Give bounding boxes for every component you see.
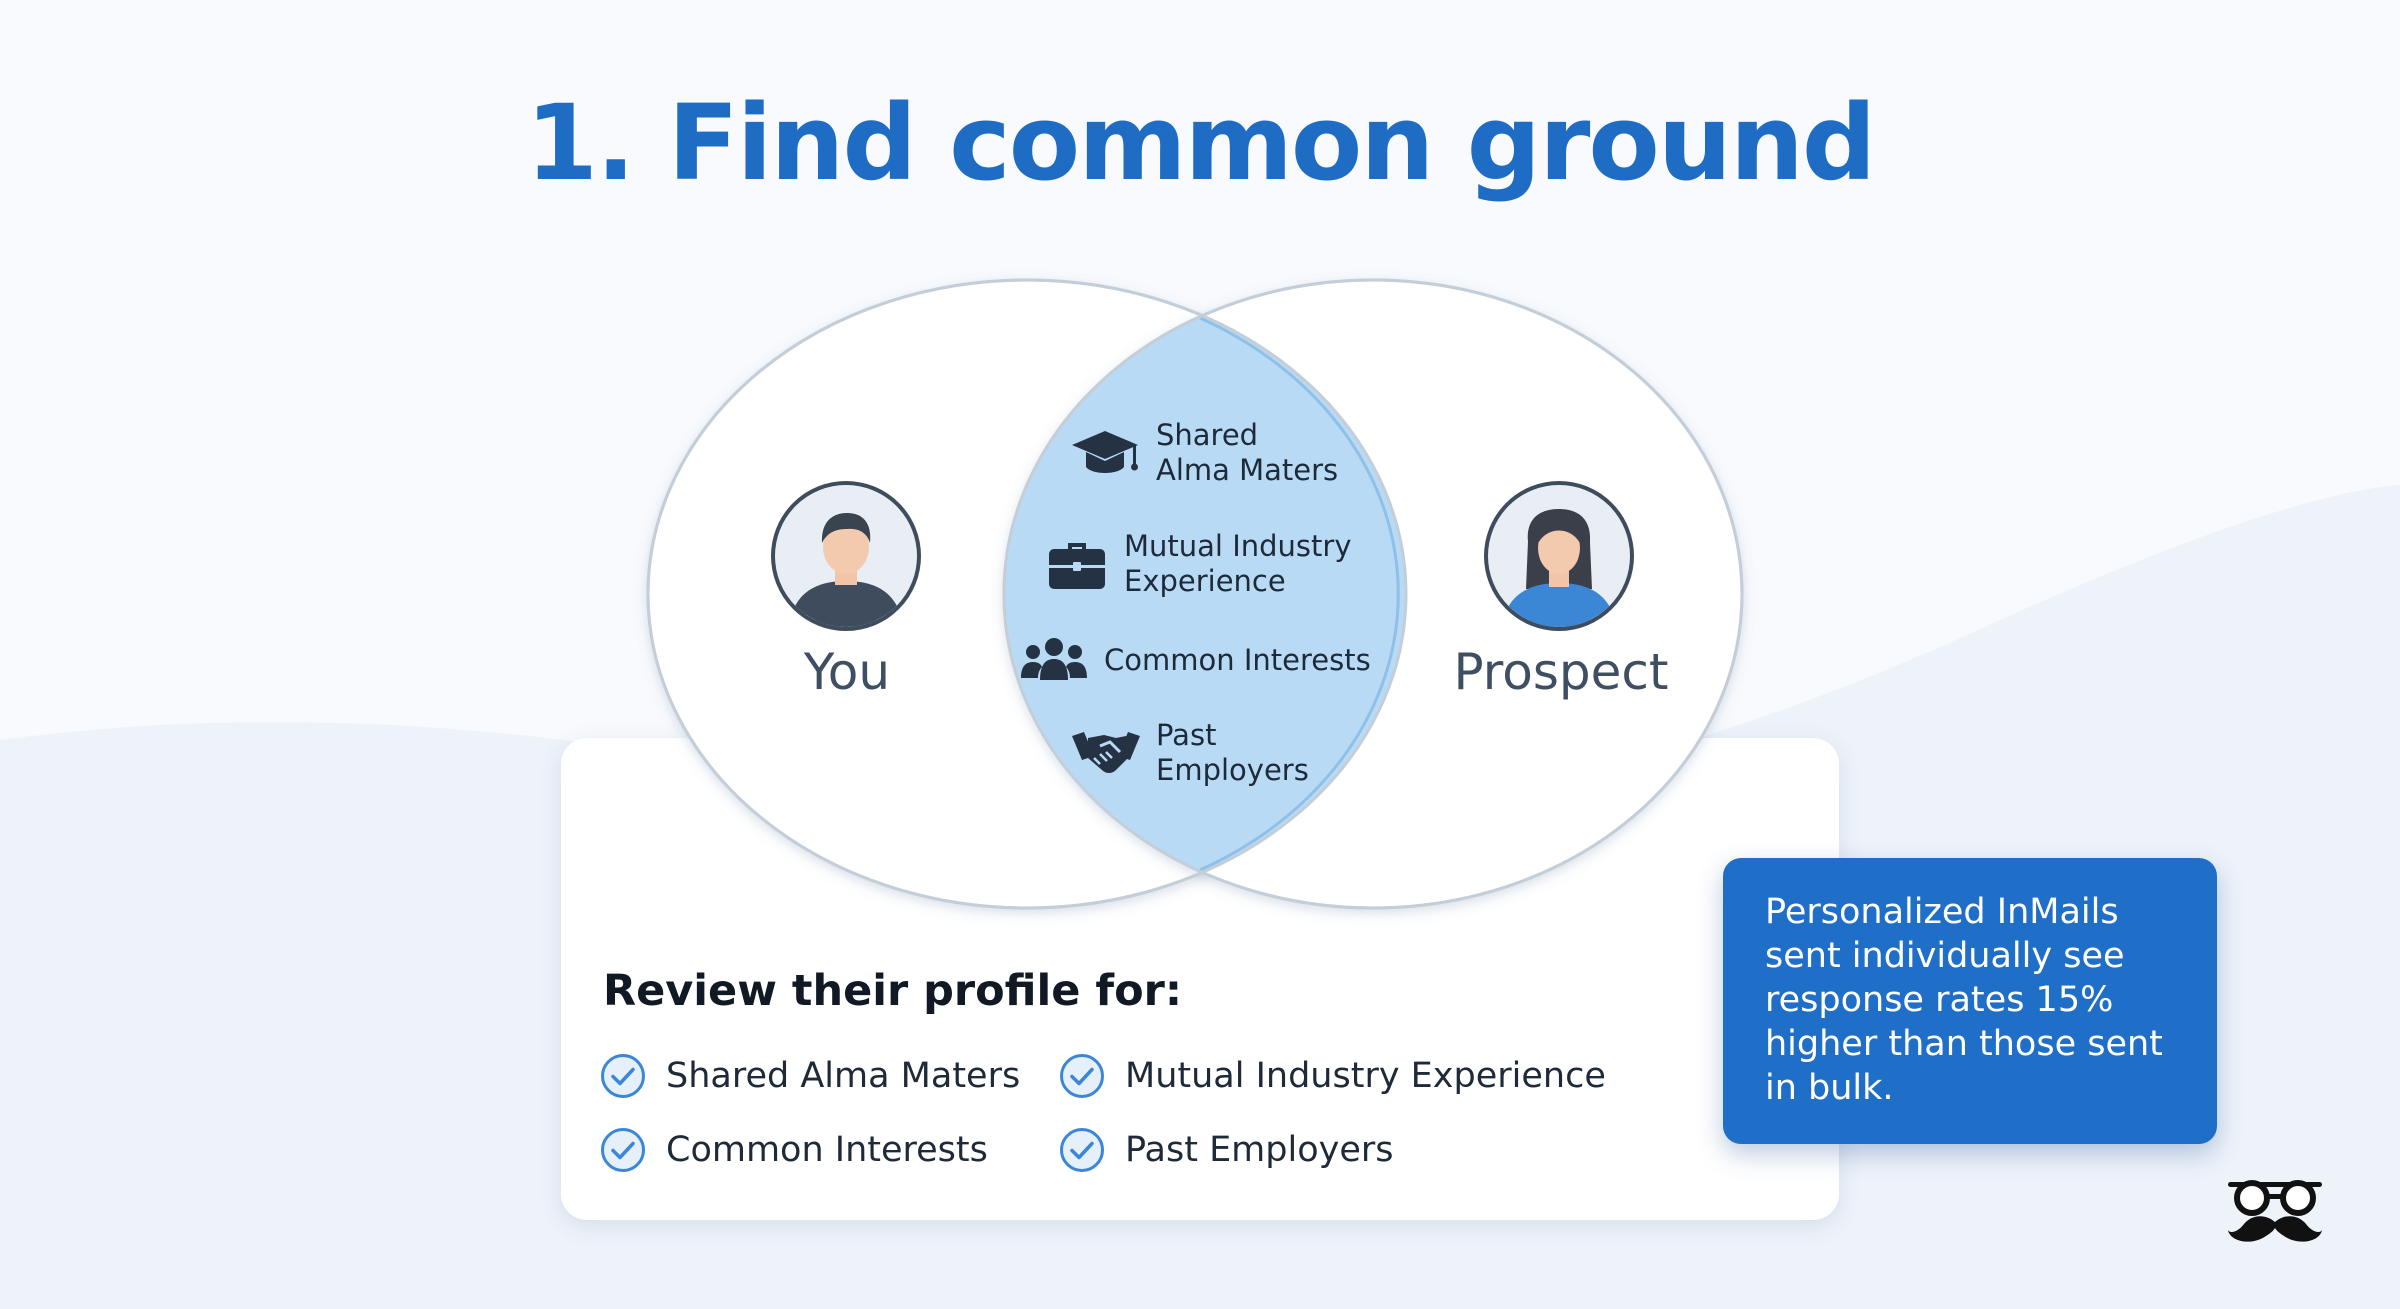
prospect-label: Prospect [1411,643,1711,701]
overlap-label: Past Employers [1156,718,1309,788]
overlap-label: Common Interests [1104,643,1371,678]
graduation-cap-icon [1070,425,1140,481]
handshake-icon [1070,726,1142,780]
group-icon [1020,636,1088,684]
check-circle-icon [1059,1053,1105,1099]
check-circle-icon [1059,1127,1105,1173]
check-item-industry-experience: Mutual Industry Experience [1059,1053,1606,1099]
prospect-avatar [1484,481,1634,631]
you-avatar [771,481,921,631]
check-label: Common Interests [666,1130,988,1170]
stat-callout-text: Personalized InMails sent individually s… [1765,890,2181,1110]
review-heading: Review their profile for: [603,966,1182,1016]
overlap-label: Mutual Industry Experience [1124,529,1351,599]
overlap-label: Shared Alma Maters [1156,418,1338,488]
check-item-past-employers: Past Employers [1059,1127,1394,1173]
overlap-item-industry-experience: Mutual Industry Experience [1046,529,1351,599]
check-label: Past Employers [1125,1130,1394,1170]
you-label: You [697,643,997,701]
overlap-item-common-interests: Common Interests [1020,636,1371,684]
check-label: Mutual Industry Experience [1125,1056,1606,1096]
stat-callout: Personalized InMails sent individually s… [1723,858,2217,1144]
overlap-item-alma-maters: Shared Alma Maters [1070,418,1338,488]
overlap-item-past-employers: Past Employers [1070,718,1309,788]
check-circle-icon [600,1053,646,1099]
check-label: Shared Alma Maters [666,1056,1020,1096]
check-circle-icon [600,1127,646,1173]
check-item-common-interests: Common Interests [600,1127,988,1173]
briefcase-icon [1046,535,1108,593]
check-item-alma-maters: Shared Alma Maters [600,1053,1020,1099]
glasses-mustache-logo-icon [2226,1176,2324,1246]
